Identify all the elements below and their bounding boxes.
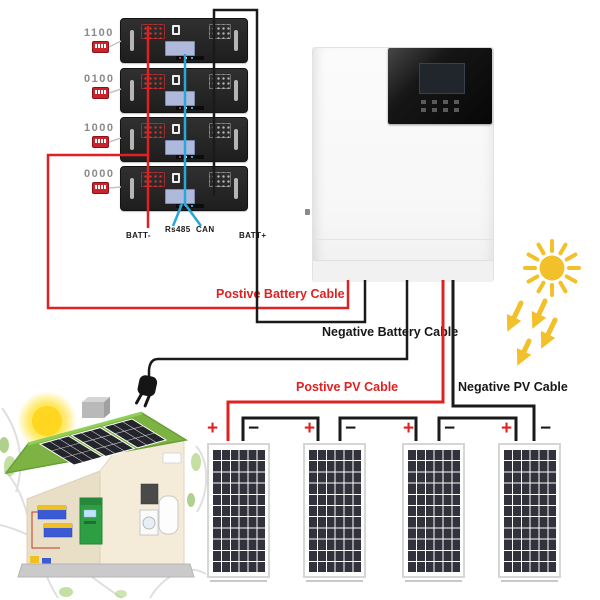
can-label: CAN xyxy=(196,225,215,234)
battery-positive-terminal-block xyxy=(141,74,165,89)
dip-code-label-3: 1000 xyxy=(84,122,115,134)
positive-battery-cable-label: Postive Battery Cable xyxy=(216,287,345,301)
leaves xyxy=(0,437,201,598)
battery-comm-ports xyxy=(176,155,204,159)
pv3-plus-label: + xyxy=(403,418,415,439)
battery-module-4 xyxy=(120,166,248,211)
pv3-minus-label: − xyxy=(444,418,456,439)
battery-comm-ports xyxy=(176,106,204,110)
battery-logo xyxy=(172,173,180,183)
pv-cells xyxy=(212,449,265,572)
pv4-minus-label: − xyxy=(540,418,552,439)
positive-pv-cable-label: Postive PV Cable xyxy=(296,380,399,394)
roof-panel-grid xyxy=(49,421,157,463)
dip-switch-icon xyxy=(92,41,109,53)
battery-logo xyxy=(172,75,180,85)
dip-connector-lines xyxy=(108,40,122,189)
battery-logo xyxy=(172,124,180,134)
side-wall-cutaway xyxy=(26,470,101,565)
inverter-brand-mark xyxy=(305,209,310,215)
dip-code-label-4: 0000 xyxy=(84,168,115,180)
rack-handle xyxy=(234,178,238,199)
house-sun-glow xyxy=(17,391,77,451)
dip-code-label-1: 1100 xyxy=(84,27,114,39)
battery-positive-terminal-block xyxy=(141,24,165,39)
rs485-label: Rs485 xyxy=(165,225,191,234)
rack-handle xyxy=(234,129,238,150)
rack-handle xyxy=(130,178,134,199)
pv-cells xyxy=(308,449,361,572)
interior-batteries xyxy=(31,505,73,549)
dip-switch-icon xyxy=(92,87,109,99)
pv4-plus-label: + xyxy=(501,418,513,439)
pv2-minus-label: − xyxy=(345,418,357,439)
battery-negative-terminal-block xyxy=(209,74,231,89)
battery-lcd xyxy=(165,41,195,56)
battery-positive-terminal-block xyxy=(141,123,165,138)
rack-handle xyxy=(130,30,134,51)
wire-pv-negative xyxy=(451,280,536,441)
background-branches xyxy=(0,407,208,599)
rack-handle xyxy=(130,80,134,101)
roof-solar-panels xyxy=(38,418,168,466)
dip-code-label-2: 0100 xyxy=(84,73,115,85)
interior-inverter xyxy=(79,497,103,545)
battery-lcd xyxy=(165,189,195,204)
battery-lcd xyxy=(165,140,195,155)
batt-plus-label: BATT+ xyxy=(239,231,267,240)
inverter-seam xyxy=(313,239,493,240)
interior-appliances xyxy=(30,452,182,564)
ac-plug-icon xyxy=(135,375,158,408)
battery-logo xyxy=(172,25,180,35)
rack-handle xyxy=(130,129,134,150)
pv-panel-2 xyxy=(303,443,366,582)
battery-module-3 xyxy=(120,117,248,162)
wire-pv-positive xyxy=(226,280,445,441)
battery-lcd xyxy=(165,91,195,106)
roof-vent xyxy=(82,397,110,418)
pv1-plus-label: + xyxy=(207,418,219,439)
rack-handle xyxy=(234,30,238,51)
rack-handle xyxy=(234,80,238,101)
battery-comm-ports xyxy=(176,56,204,60)
sun-icon xyxy=(523,239,581,297)
battery-comm-ports xyxy=(176,204,204,208)
pv1-minus-label: − xyxy=(248,418,260,439)
pv-panel-3 xyxy=(402,443,465,582)
battery-negative-terminal-block xyxy=(209,172,231,187)
pv-panel-4 xyxy=(498,443,561,582)
pv-cells xyxy=(503,449,556,572)
gable-wall xyxy=(99,415,185,565)
battery-positive-terminal-block xyxy=(141,172,165,187)
inverter-buttons xyxy=(421,108,459,112)
battery-negative-terminal-block xyxy=(209,24,231,39)
roof xyxy=(4,412,189,475)
pv2-plus-label: + xyxy=(304,418,316,439)
pv-panel-1 xyxy=(207,443,270,582)
dip-switch-icon xyxy=(92,182,109,194)
sunlight-arrows-icon xyxy=(506,298,558,366)
negative-battery-cable-label: Negative Battery Cable xyxy=(322,325,459,339)
batt-minus-label: BATT- xyxy=(126,231,151,240)
inverter-display xyxy=(388,48,492,124)
house-base xyxy=(17,563,195,578)
inverter-buttons xyxy=(421,100,459,104)
battery-negative-terminal-block xyxy=(209,123,231,138)
inverter-bottom-section xyxy=(313,260,493,282)
negative-pv-cable-label: Negative PV Cable xyxy=(458,380,568,394)
dip-switch-icon xyxy=(92,136,109,148)
battery-module-1 xyxy=(120,18,248,63)
house-illustration xyxy=(4,391,195,578)
inverter-lcd-screen xyxy=(419,63,465,94)
wire-panel-jumpers xyxy=(241,416,518,441)
pv-cells xyxy=(407,449,460,572)
battery-module-2 xyxy=(120,68,248,113)
